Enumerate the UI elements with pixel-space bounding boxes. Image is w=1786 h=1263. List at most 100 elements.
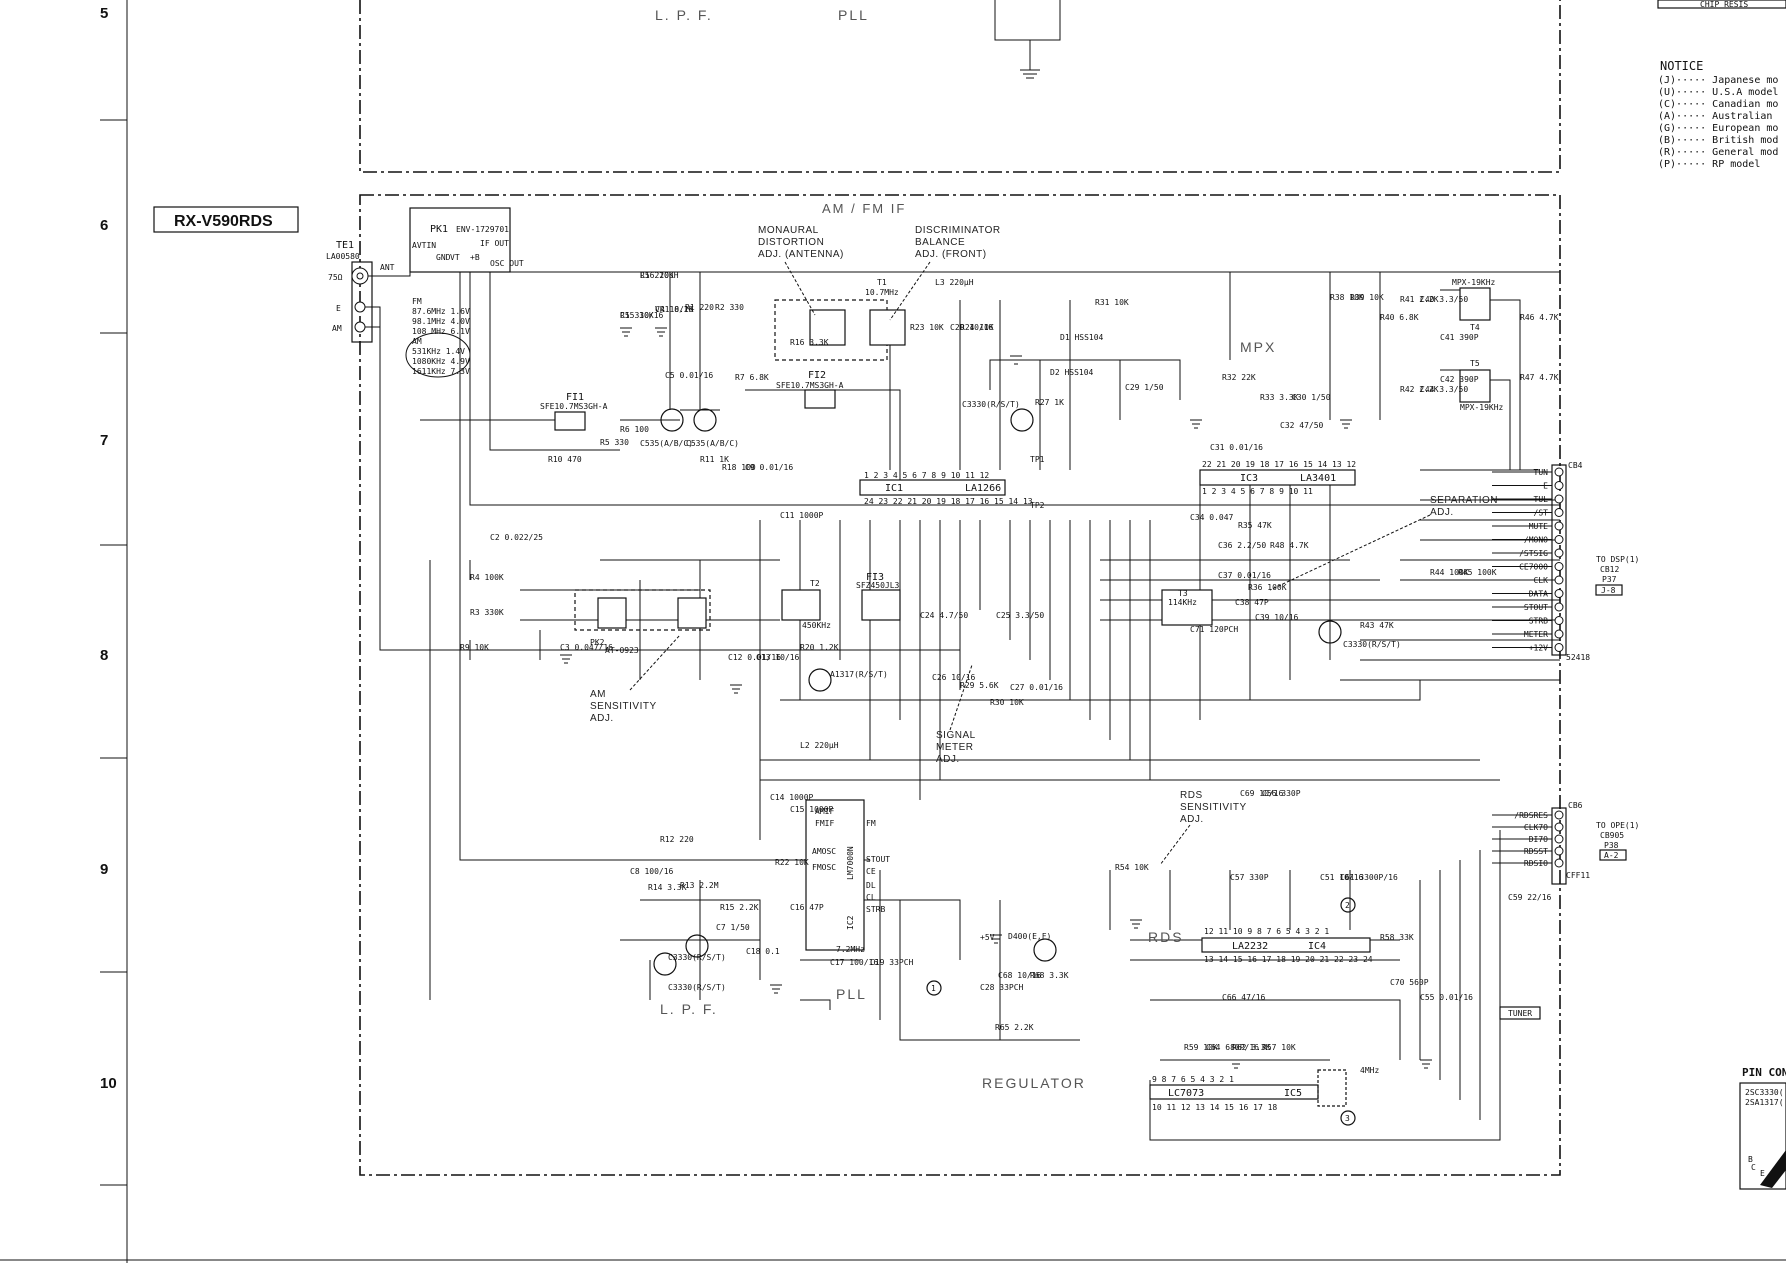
component-label: C9 0.01/16 xyxy=(745,463,793,472)
ic2-lm7000n: LM7000N IC2 AMIF FMIF AMOSC FMOSC FM STO… xyxy=(805,799,890,951)
antenna-terminal: TE1 LA00580 75Ω E AM ANT xyxy=(326,240,411,360)
cb4-pin-label: STOUT xyxy=(1524,603,1548,612)
component-label: C24 4.7/50 xyxy=(920,611,968,620)
svg-text:TO OPE(1): TO OPE(1) xyxy=(1596,821,1639,830)
svg-text:531KHz 1.4V: 531KHz 1.4V xyxy=(412,347,465,356)
svg-text:ADJ.: ADJ. xyxy=(1180,814,1204,825)
notice-block: NOTICE (J)····· Japanese mo (U)····· U.S… xyxy=(1658,59,1778,170)
component-label: R40 6.8K xyxy=(1380,313,1419,322)
svg-text:12 11 10 9 8 7 6 5 4 3 2 1: 12 11 10 9 8 7 6 5 4 3 2 1 xyxy=(1204,927,1329,936)
cb6-pin-label: RDSIO xyxy=(1524,859,1548,868)
cb4-pin xyxy=(1554,643,1564,652)
component-label: C30 1/50 xyxy=(1292,393,1331,402)
svg-text:C535(A/B/C): C535(A/B/C) xyxy=(686,439,739,448)
svg-text:SIGNAL: SIGNAL xyxy=(936,730,976,741)
svg-text:75Ω: 75Ω xyxy=(328,273,343,282)
component-label: C36 2.2/50 xyxy=(1218,541,1266,550)
cb4-pin-label: /ST xyxy=(1534,509,1549,518)
ic4-la2232: LA2232 IC4 12 11 10 9 8 7 6 5 4 3 2 1 13… xyxy=(1201,927,1373,964)
component-label: R47 4.7K xyxy=(1520,373,1559,382)
component-label: C61 3300P/16 xyxy=(1340,873,1398,882)
svg-text:T4: T4 xyxy=(1470,323,1480,332)
svg-text:ADJ. (ANTENNA): ADJ. (ANTENNA) xyxy=(758,249,844,260)
svg-text:FMIF: FMIF xyxy=(815,819,834,828)
component-label: R62 3.3K xyxy=(1232,1043,1271,1052)
svg-text:ENV-1729701: ENV-1729701 xyxy=(456,225,509,234)
component-label: C41 390P xyxy=(1440,333,1479,342)
component-label: R48 4.7K xyxy=(1270,541,1309,550)
svg-text:VT: VT xyxy=(450,253,460,262)
component-label: C44 3.3/50 xyxy=(1420,385,1468,394)
svg-text:PIN CON: PIN CON xyxy=(1742,1066,1786,1079)
svg-text:STOUT: STOUT xyxy=(866,855,890,864)
component-label: R39 10K xyxy=(1350,293,1384,302)
component-label: R13 2.2M xyxy=(680,881,719,890)
svg-text:CB6: CB6 xyxy=(1568,801,1583,810)
component-label: R56 10K xyxy=(640,271,674,280)
svg-text:3: 3 xyxy=(1345,1114,1350,1123)
component-label: R58 33K xyxy=(1380,933,1414,942)
component-label: C51 10/16 xyxy=(1320,873,1364,882)
row-number: 10 xyxy=(100,1075,117,1092)
svg-text:GND: GND xyxy=(436,253,451,262)
lpf-label: L. P. F. xyxy=(660,1001,718,1017)
svg-text:10 11 12 13 14 15 16 17 18: 10 11 12 13 14 15 16 17 18 xyxy=(1152,1103,1277,1112)
svg-text:22 21 20 19 18 17 16 15 14 13: 22 21 20 19 18 17 16 15 14 13 12 xyxy=(1202,460,1356,469)
svg-text:T1: T1 xyxy=(877,278,887,287)
notice-line: (G)····· European mo xyxy=(1658,123,1778,134)
cb4-pin xyxy=(1554,629,1564,639)
svg-text:ADJ.: ADJ. xyxy=(590,713,614,724)
svg-text:FM: FM xyxy=(866,819,876,828)
svg-text:MONAURAL: MONAURAL xyxy=(758,225,819,236)
tuner-box xyxy=(1499,1006,1541,1020)
filters: FI1 SFE10.7MS3GH-A FI2 SFE10.7MS3GH-A FI… xyxy=(540,278,1504,655)
svg-text:4MHz: 4MHz xyxy=(1360,1066,1379,1075)
svg-text:450KHz: 450KHz xyxy=(802,621,831,630)
component-label: C68 10/16 xyxy=(998,971,1042,980)
svg-text:52418: 52418 xyxy=(1566,653,1590,662)
svg-text:MPX-19KHz: MPX-19KHz xyxy=(1452,278,1496,287)
svg-text:DISTORTION: DISTORTION xyxy=(758,237,824,248)
svg-text:LA1266: LA1266 xyxy=(965,483,1001,494)
svg-text:TP2: TP2 xyxy=(1030,501,1045,510)
component-label: C27 0.01/16 xyxy=(1010,683,1063,692)
cb4-pin-label: TUL xyxy=(1534,495,1549,504)
component-label: C39 10/16 xyxy=(1255,613,1299,622)
svg-text:ADJ. (FRONT): ADJ. (FRONT) xyxy=(915,249,987,260)
component-label: C5 0.01/16 xyxy=(665,371,713,380)
component-label: C20 10/16 xyxy=(950,323,994,332)
svg-text:PK2: PK2 xyxy=(590,638,605,647)
component-label: R57 10K xyxy=(1262,1043,1296,1052)
svg-text:13 14 15 16 17 18 19 20 21 22: 13 14 15 16 17 18 19 20 21 22 23 24 xyxy=(1204,955,1373,964)
component-label: L2 220μH xyxy=(800,741,839,750)
component-label: C59 22/16 xyxy=(1508,893,1552,902)
ic3-la3401: IC3 LA3401 22 21 20 19 18 17 16 15 14 13… xyxy=(1199,460,1356,496)
svg-text:7.2MHz: 7.2MHz xyxy=(836,945,865,954)
svg-text:E: E xyxy=(336,304,341,313)
rds-label: RDS xyxy=(1148,929,1184,945)
svg-text:SEPARATION: SEPARATION xyxy=(1430,495,1498,506)
svg-text:114KHz: 114KHz xyxy=(1168,598,1197,607)
svg-text:9 8 7 6 5 4 3 2 1: 9 8 7 6 5 4 3 2 1 xyxy=(1152,1075,1234,1084)
cb4-pin-label: METER xyxy=(1524,630,1548,639)
top-lpf-label: L. P. F. xyxy=(655,7,713,23)
component-label: R4 100K xyxy=(470,573,504,582)
cb4-pin xyxy=(1554,494,1564,504)
svg-text:IC4: IC4 xyxy=(1308,941,1326,952)
svg-text:P38: P38 xyxy=(1604,841,1619,850)
svg-text:TP1: TP1 xyxy=(1030,455,1045,464)
cb4-pin-label: DATA xyxy=(1529,590,1548,599)
cb4-pin-label: CE7000 xyxy=(1519,563,1548,572)
component-label: R3 330K xyxy=(470,608,504,617)
svg-text:METER: METER xyxy=(936,742,974,753)
component-label: R9 10K xyxy=(460,643,489,652)
cb4-pin xyxy=(1554,481,1564,490)
component-label: C69 10/16 xyxy=(1240,789,1284,798)
component-label: C34 0.047 xyxy=(1190,513,1234,522)
component-label: R54 10K xyxy=(1115,863,1149,872)
component-label: R7 6.8K xyxy=(735,373,769,382)
svg-text:AM: AM xyxy=(332,324,342,333)
component-label: C42 390P xyxy=(1440,375,1479,384)
